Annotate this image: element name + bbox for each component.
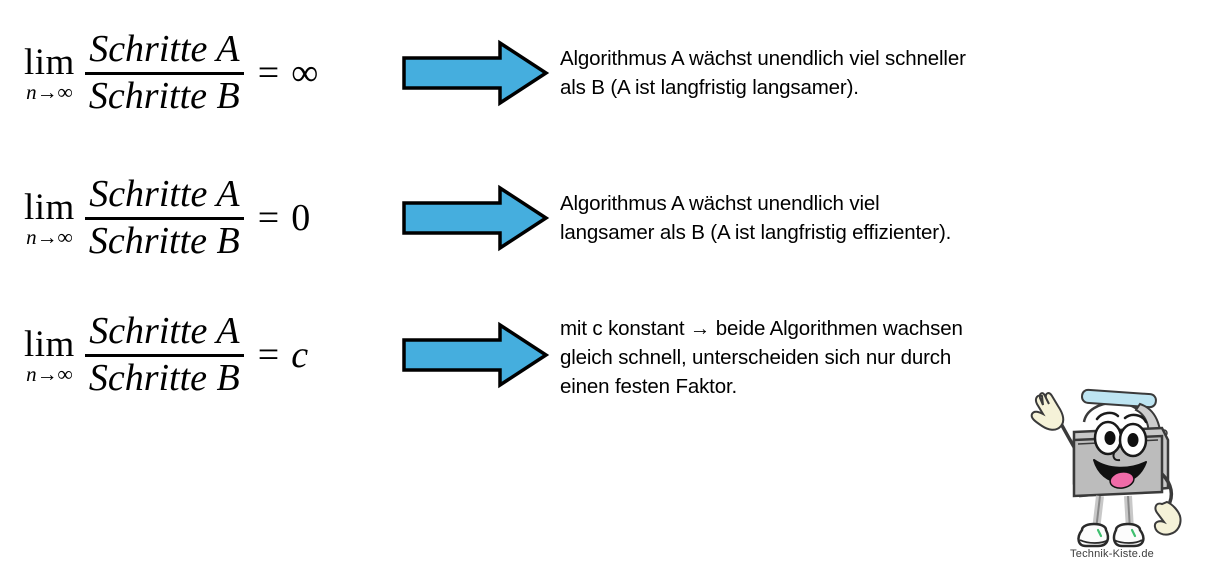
equals-sign-1: =: [257, 52, 280, 94]
equals-sign-2: =: [257, 197, 280, 239]
toolbox-mascot-icon: [1012, 388, 1212, 574]
limit-result-2: 0: [291, 197, 311, 239]
limit-subscript: n→∞: [26, 224, 73, 249]
fraction-numerator: Schritte A: [89, 27, 240, 70]
fraction-1: Schritte A Schritte B: [84, 27, 244, 117]
right-arrow-icon: [402, 39, 550, 107]
fraction-numerator: Schritte A: [89, 309, 240, 352]
description-3-line-2: gleich schnell, unterscheiden sich nur d…: [560, 346, 952, 370]
right-arrow-icon: [402, 184, 550, 252]
limit-operator-3: lim n→∞: [24, 326, 75, 385]
description-2-line-2: langsamer als B (A ist langfristig effiz…: [560, 221, 952, 245]
arrow-3-container: [400, 300, 560, 410]
arrow-1-container: [400, 18, 560, 128]
limit-result-3: c: [291, 334, 309, 376]
limit-rule-row-2: lim n→∞ Schritte A Schritte B = 0 Algori…: [0, 163, 1216, 273]
description-1-line-1: Algorithmus A wächst unendlich viel schn…: [560, 47, 966, 70]
description-3-line-3: einen festen Faktor.: [560, 375, 738, 399]
limit-operator-label: lim: [24, 323, 75, 365]
limit-rule-row-3: lim n→∞ Schritte A Schritte B = c mit c …: [0, 300, 1216, 410]
limit-operator-label: lim: [24, 41, 75, 83]
fraction-denominator: Schritte B: [88, 220, 240, 262]
fraction-denominator: Schritte B: [88, 75, 240, 117]
right-arrow-icon: [402, 321, 550, 389]
limit-rule-row-1: lim n→∞ Schritte A Schritte B = ∞ Algori…: [0, 18, 1216, 128]
limit-operator-1: lim n→∞: [24, 44, 75, 103]
limit-operator-label: lim: [24, 186, 75, 228]
mascot-caption: Technik-Kiste.de: [1070, 548, 1154, 560]
limit-operator-2: lim n→∞: [24, 189, 75, 248]
fraction-2: Schritte A Schritte B: [84, 172, 244, 262]
limit-subscript: n→∞: [26, 361, 73, 386]
fraction-bar: [84, 72, 244, 75]
toolbox-mascot-graphic: [1030, 388, 1182, 548]
limit-formula-2: lim n→∞ Schritte A Schritte B = 0: [0, 163, 400, 273]
description-3: mit c konstant → beide Algorithmen wachs…: [560, 300, 1216, 401]
limit-formula-1: lim n→∞ Schritte A Schritte B = ∞: [0, 18, 400, 128]
fraction-bar: [84, 354, 244, 357]
fraction-3: Schritte A Schritte B: [84, 309, 244, 399]
fraction-bar: [84, 217, 244, 220]
description-1: Algorithmus A wächst unendlich viel schn…: [560, 18, 1216, 102]
limit-result-1: ∞: [291, 52, 319, 94]
fraction-numerator: Schritte A: [89, 172, 240, 215]
description-1-line-2: als B (A ist langfristig langsamer).: [560, 76, 859, 100]
limit-subscript: n→∞: [26, 79, 73, 104]
description-2-line-1: Algorithmus A wächst unendlich viel: [560, 192, 880, 215]
equals-sign-3: =: [257, 334, 280, 376]
arrow-2-container: [400, 163, 560, 273]
description-3-line-1: mit c konstant → beide Algorithmen wachs…: [560, 317, 963, 340]
limit-formula-3: lim n→∞ Schritte A Schritte B = c: [0, 300, 400, 410]
fraction-denominator: Schritte B: [88, 357, 240, 399]
description-2: Algorithmus A wächst unendlich viel lang…: [560, 163, 1216, 247]
